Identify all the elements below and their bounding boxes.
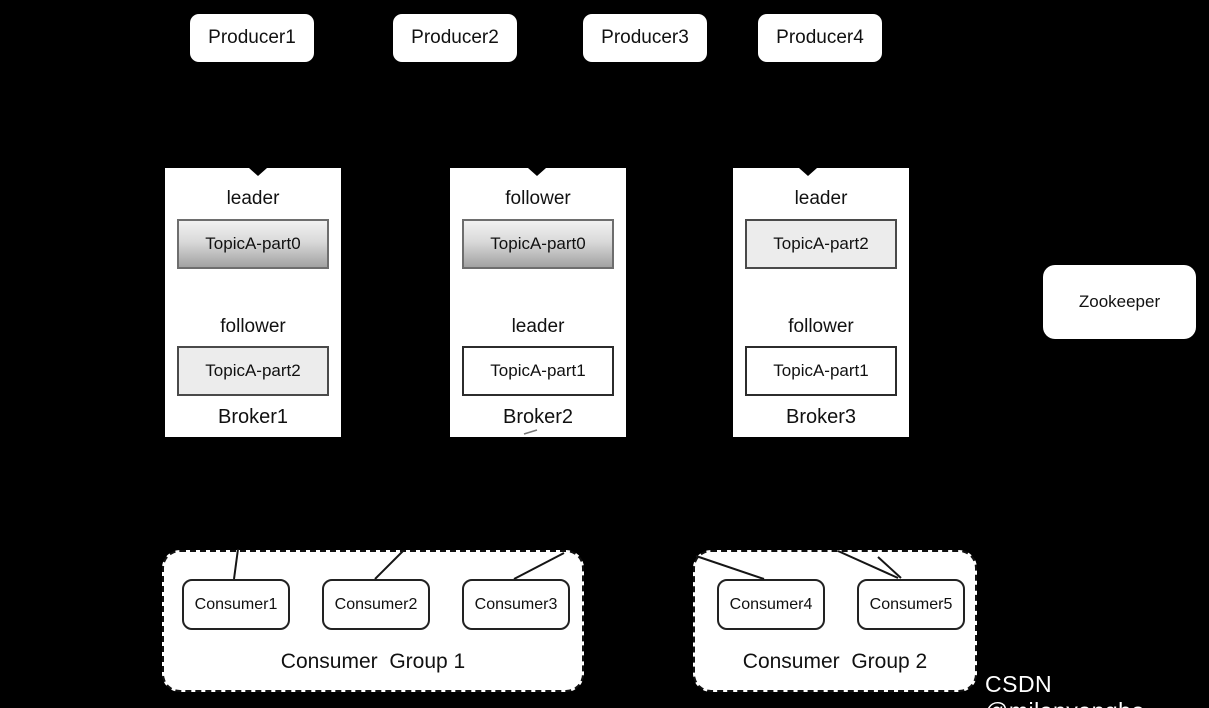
broker1-slot2-role-label: follower — [220, 316, 286, 337]
broker3-name-label: Broker3 — [785, 406, 857, 428]
broker1-topic-partition-box-1: TopicA-part0 — [177, 219, 329, 269]
producer1-box: Producer1 — [190, 14, 314, 62]
producer3-label: Producer3 — [601, 27, 689, 48]
broker1-name-label: Broker1 — [217, 406, 289, 428]
producer2-box: Producer2 — [393, 14, 517, 62]
broker2-topic-partition-box-1: TopicA-part0 — [462, 219, 614, 269]
broker3-slot1-role-label: leader — [794, 188, 848, 209]
consumer3-box: Consumer3 — [462, 579, 570, 630]
consumer4-box: Consumer4 — [717, 579, 825, 630]
broker1-box: leader TopicA-part0 follower TopicA-part… — [165, 168, 341, 437]
consumer-group2-label: Consumer Group 2 — [742, 650, 928, 673]
broker3-box: leader TopicA-part2 follower TopicA-part… — [733, 168, 909, 437]
broker2-name-label: Broker2 — [502, 406, 574, 428]
producer4-label: Producer4 — [776, 27, 864, 48]
consumer1-box: Consumer1 — [182, 579, 290, 630]
producer4-box: Producer4 — [758, 14, 882, 62]
consumer-group2-box: Consumer4 Consumer5 Consumer Group 2 — [693, 550, 977, 692]
broker1-topic-partition-box-2: TopicA-part2 — [177, 346, 329, 396]
broker1-slot1-role-label: leader — [226, 188, 280, 209]
producer1-label: Producer1 — [208, 27, 296, 48]
broker3-topic-partition-box-2: TopicA-part1 — [745, 346, 897, 396]
consumer5-box: Consumer5 — [857, 579, 965, 630]
broker3-topic-partition-box-1: TopicA-part2 — [745, 219, 897, 269]
broker2-slot2-role-label: leader — [511, 316, 565, 337]
consumer-group1-box: Consumer1 Consumer2 Consumer3 Consumer G… — [162, 550, 584, 692]
producer2-label: Producer2 — [411, 27, 499, 48]
zookeeper-box: Zookeeper — [1043, 265, 1196, 339]
consumer2-box: Consumer2 — [322, 579, 430, 630]
broker3-slot2-role-label: follower — [788, 316, 854, 337]
broker2-topic-partition-box-2: TopicA-part1 — [462, 346, 614, 396]
consumer-group1-label: Consumer Group 1 — [280, 650, 466, 673]
zookeeper-label: Zookeeper — [1078, 292, 1161, 311]
producer3-box: Producer3 — [583, 14, 707, 62]
broker2-slot1-role-label: follower — [505, 188, 571, 209]
watermark: CSDN @milanyangbo — [985, 671, 1144, 708]
broker2-box: follower TopicA-part0 leader TopicA-part… — [450, 168, 626, 437]
